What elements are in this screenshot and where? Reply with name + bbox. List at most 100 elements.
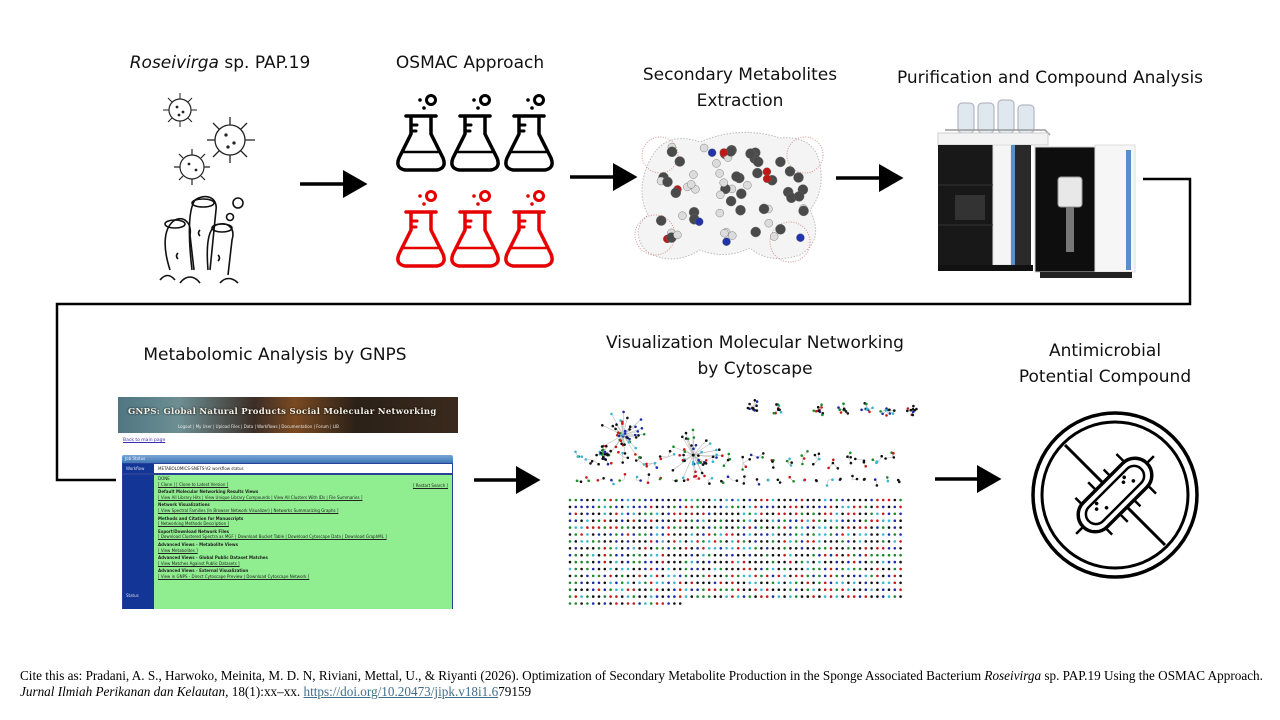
- network-node: [884, 457, 887, 460]
- network-node: [899, 505, 902, 509]
- network-node: [835, 567, 839, 571]
- gnps-section-links[interactable]: [ View Spectral Families (In Browser Net…: [158, 507, 339, 513]
- network-node: [864, 567, 868, 571]
- network-node: [765, 595, 769, 598]
- network-node: [911, 410, 915, 414]
- network-node: [835, 526, 839, 529]
- gnps-banner-nav[interactable]: Logout | My User | Upload Files | Data |…: [178, 424, 339, 429]
- atom: [699, 143, 709, 153]
- network-node: [823, 533, 827, 536]
- network-node: [887, 526, 891, 529]
- network-node: [823, 581, 827, 585]
- network-node: [658, 477, 662, 481]
- network-node: [568, 588, 572, 591]
- network-node: [887, 588, 891, 591]
- gnps-section-heading: Advanced Views - Global Public Dataset M…: [158, 555, 268, 561]
- network-node: [576, 455, 580, 458]
- cytoscape-title-line1: Visualization Molecular Networking: [606, 333, 904, 353]
- gnps-back-link[interactable]: Back to main page: [123, 438, 166, 443]
- network-node: [713, 512, 717, 516]
- network-node: [597, 498, 601, 502]
- network-node: [690, 553, 694, 557]
- network-node: [683, 448, 686, 451]
- atom: [762, 174, 772, 183]
- network-node: [655, 567, 659, 571]
- network-node: [801, 462, 804, 466]
- network-node: [893, 498, 897, 502]
- network-node: [673, 498, 676, 502]
- atom: [719, 148, 729, 157]
- gnps-section-links[interactable]: [ View Matches Against Public Datasets ]: [158, 560, 240, 566]
- network-node: [725, 547, 728, 550]
- network-node: [715, 448, 718, 452]
- network-node: [846, 455, 849, 458]
- network-node: [881, 574, 885, 578]
- network-node: [713, 533, 717, 536]
- network-node: [777, 574, 781, 578]
- network-node: [818, 505, 821, 509]
- network-node: [899, 560, 902, 564]
- gnps-section-links[interactable]: [ Networking Methods Description ]: [158, 521, 229, 527]
- gnps-workflow-label: Workflow: [123, 464, 154, 473]
- network-node: [765, 560, 769, 564]
- network-node: [673, 581, 676, 585]
- network-node: [597, 553, 601, 557]
- network-node: [864, 465, 867, 468]
- gnps-section-links[interactable]: [ View Metabolites ]: [158, 547, 198, 553]
- network-node: [783, 526, 786, 529]
- network-node: [597, 462, 600, 466]
- network-node: [748, 588, 752, 591]
- molecular-network-graph: [568, 399, 918, 605]
- network-node: [568, 533, 572, 536]
- network-node: [748, 560, 752, 564]
- network-node: [684, 540, 688, 543]
- network-node: [653, 461, 657, 465]
- gnps-section-links[interactable]: [ View All Library Hits | View Unique Li…: [158, 494, 363, 500]
- network-node: [792, 480, 795, 483]
- network-node: [591, 581, 595, 585]
- network-node: [893, 505, 897, 509]
- network-node: [609, 526, 612, 529]
- network-edge: [682, 436, 694, 456]
- network-node: [591, 519, 595, 522]
- citation-doi-link[interactable]: https://doi.org/10.20473/jipk.v18i1.6: [303, 684, 499, 699]
- network-node: [731, 512, 734, 516]
- network-node: [886, 476, 889, 479]
- network-node: [748, 402, 751, 406]
- network-node: [615, 602, 618, 605]
- network-node: [829, 512, 833, 516]
- network-node: [887, 498, 891, 502]
- network-node: [806, 581, 810, 585]
- network-node: [707, 560, 711, 564]
- network-node: [783, 540, 786, 543]
- network-node: [806, 450, 809, 453]
- network-node: [742, 581, 746, 585]
- network-node: [765, 512, 769, 516]
- network-node: [841, 574, 844, 578]
- atom: [716, 190, 725, 200]
- network-node: [825, 484, 829, 487]
- network-node: [771, 547, 775, 550]
- network-node: [812, 409, 816, 413]
- gnps-restart-link[interactable]: [ Restart Search ]: [412, 483, 448, 488]
- network-node: [794, 512, 798, 516]
- network-node: [620, 512, 624, 516]
- flask-icon-red: [504, 189, 554, 268]
- gnps-section-links[interactable]: [ View in GNPS - Direct Cytoscape Previe…: [158, 573, 310, 579]
- network-node: [626, 602, 630, 605]
- network-node: [568, 512, 572, 516]
- network-node: [700, 471, 704, 475]
- network-node: [823, 588, 827, 591]
- network-node: [725, 588, 728, 591]
- gnps-clone-links[interactable]: [ Clone ] [ Clone to Latest Version ]: [158, 481, 229, 487]
- network-node: [632, 581, 636, 585]
- network-node: [906, 409, 909, 413]
- network-node: [794, 547, 798, 550]
- flask-icon: [504, 93, 554, 172]
- network-node: [615, 567, 618, 571]
- network-node: [849, 461, 853, 465]
- network-node: [684, 560, 688, 564]
- network-node: [726, 458, 730, 462]
- network-node: [748, 547, 752, 550]
- gnps-section-links[interactable]: [ Download Clustered Spectra as MGF | Do…: [158, 534, 387, 540]
